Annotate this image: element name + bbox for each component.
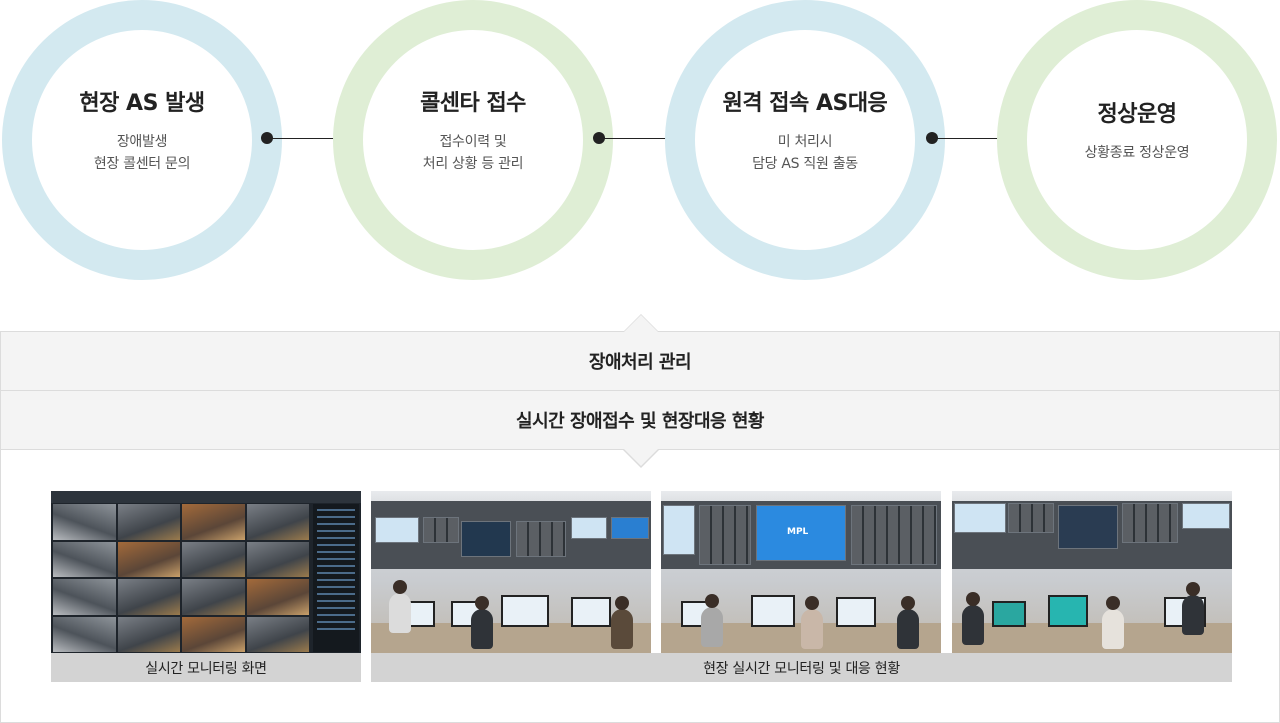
- step-3-circle: 원격 접속 AS대응 미 처리시 담당 AS 직원 출동: [665, 0, 945, 280]
- step-3-description: 미 처리시 담당 AS 직원 출동: [752, 131, 858, 175]
- step-1-title: 현장 AS 발생: [79, 91, 205, 116]
- step-4-description: 상황종료 정상운영: [1085, 142, 1190, 164]
- control-room-image-3: [952, 491, 1232, 653]
- step-1-desc-line1: 장애발생: [116, 134, 168, 150]
- step-2-desc-line1: 접수이력 및: [439, 134, 507, 150]
- panel-pointer-up: [623, 314, 659, 332]
- step-2-description: 접수이력 및 처리 상황 등 관리: [423, 131, 524, 175]
- caption-monitoring-screen: 실시간 모니터링 화면: [51, 653, 361, 682]
- step-3-desc-line2: 담당 AS 직원 출동: [752, 156, 858, 172]
- control-room-image-2: MPL: [661, 491, 941, 653]
- panel-heading: 장애처리 관리: [1, 332, 1279, 391]
- step-4-title: 정상운영: [1097, 102, 1177, 127]
- step-3-title: 원격 접속 AS대응: [722, 91, 888, 116]
- process-steps: 현장 AS 발생 장애발생 현장 콜센터 문의 콜센타 접수 접수이력 및 처리…: [0, 0, 1280, 290]
- caption-field-monitoring: 현장 실시간 모니터링 및 대응 현황: [371, 653, 1232, 682]
- mpl-logo: MPL: [787, 527, 809, 537]
- management-panel: 장애처리 관리 실시간 장애접수 및 현장대응 현황: [0, 314, 1280, 723]
- step-2-title: 콜센타 접수: [420, 91, 526, 116]
- step-1-desc-line2: 현장 콜센터 문의: [93, 156, 191, 172]
- panel-pointer-down: [623, 449, 659, 468]
- step-2-desc-line2: 처리 상황 등 관리: [422, 156, 524, 172]
- monitoring-screen-image: [51, 491, 361, 653]
- step-1-description: 장애발생 현장 콜센터 문의: [93, 131, 191, 175]
- step-3-desc-line1: 미 처리시: [777, 134, 833, 150]
- step-4-desc-line1: 상황종료 정상운영: [1084, 145, 1190, 161]
- step-2-circle: 콜센타 접수 접수이력 및 처리 상황 등 관리: [333, 0, 613, 280]
- step-1-circle: 현장 AS 발생 장애발생 현장 콜센터 문의: [2, 0, 282, 280]
- step-4-circle: 정상운영 상황종료 정상운영: [997, 0, 1277, 280]
- control-room-image-1: [371, 491, 651, 653]
- panel-subheading: 실시간 장애접수 및 현장대응 현황: [1, 391, 1279, 450]
